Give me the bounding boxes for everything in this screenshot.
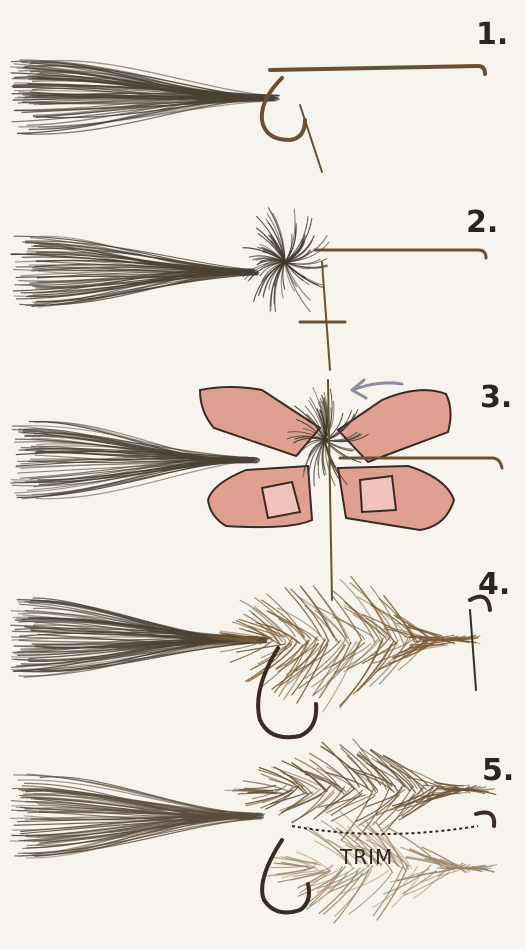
fingernail-left xyxy=(262,482,300,518)
trim-label: TRIM xyxy=(339,845,393,869)
finger-lower-right xyxy=(338,466,454,530)
step-2-flared-hair xyxy=(242,207,329,312)
finger-upper-right xyxy=(338,390,451,462)
step-1-tail-fibers xyxy=(10,60,280,134)
step-1-figure xyxy=(10,60,485,172)
step-2-hook-shank xyxy=(300,250,486,370)
step-2-tail-fibers xyxy=(10,236,259,307)
step-5-number: 5. xyxy=(482,753,514,788)
step-1-hook xyxy=(262,66,485,172)
step-5-tail-fibers xyxy=(10,774,265,858)
step-3-number: 3. xyxy=(480,380,512,415)
step-4-figure xyxy=(10,576,490,737)
step-2-figure xyxy=(10,207,486,370)
step-5-figure: TRIM xyxy=(10,739,497,924)
step-5-upper-hair xyxy=(225,739,497,841)
fingernail-right xyxy=(360,476,396,512)
step-3-figure xyxy=(10,380,502,600)
step-4-number: 4. xyxy=(478,567,510,602)
step-1-number: 1. xyxy=(476,17,508,52)
step-2-number: 2. xyxy=(466,205,498,240)
